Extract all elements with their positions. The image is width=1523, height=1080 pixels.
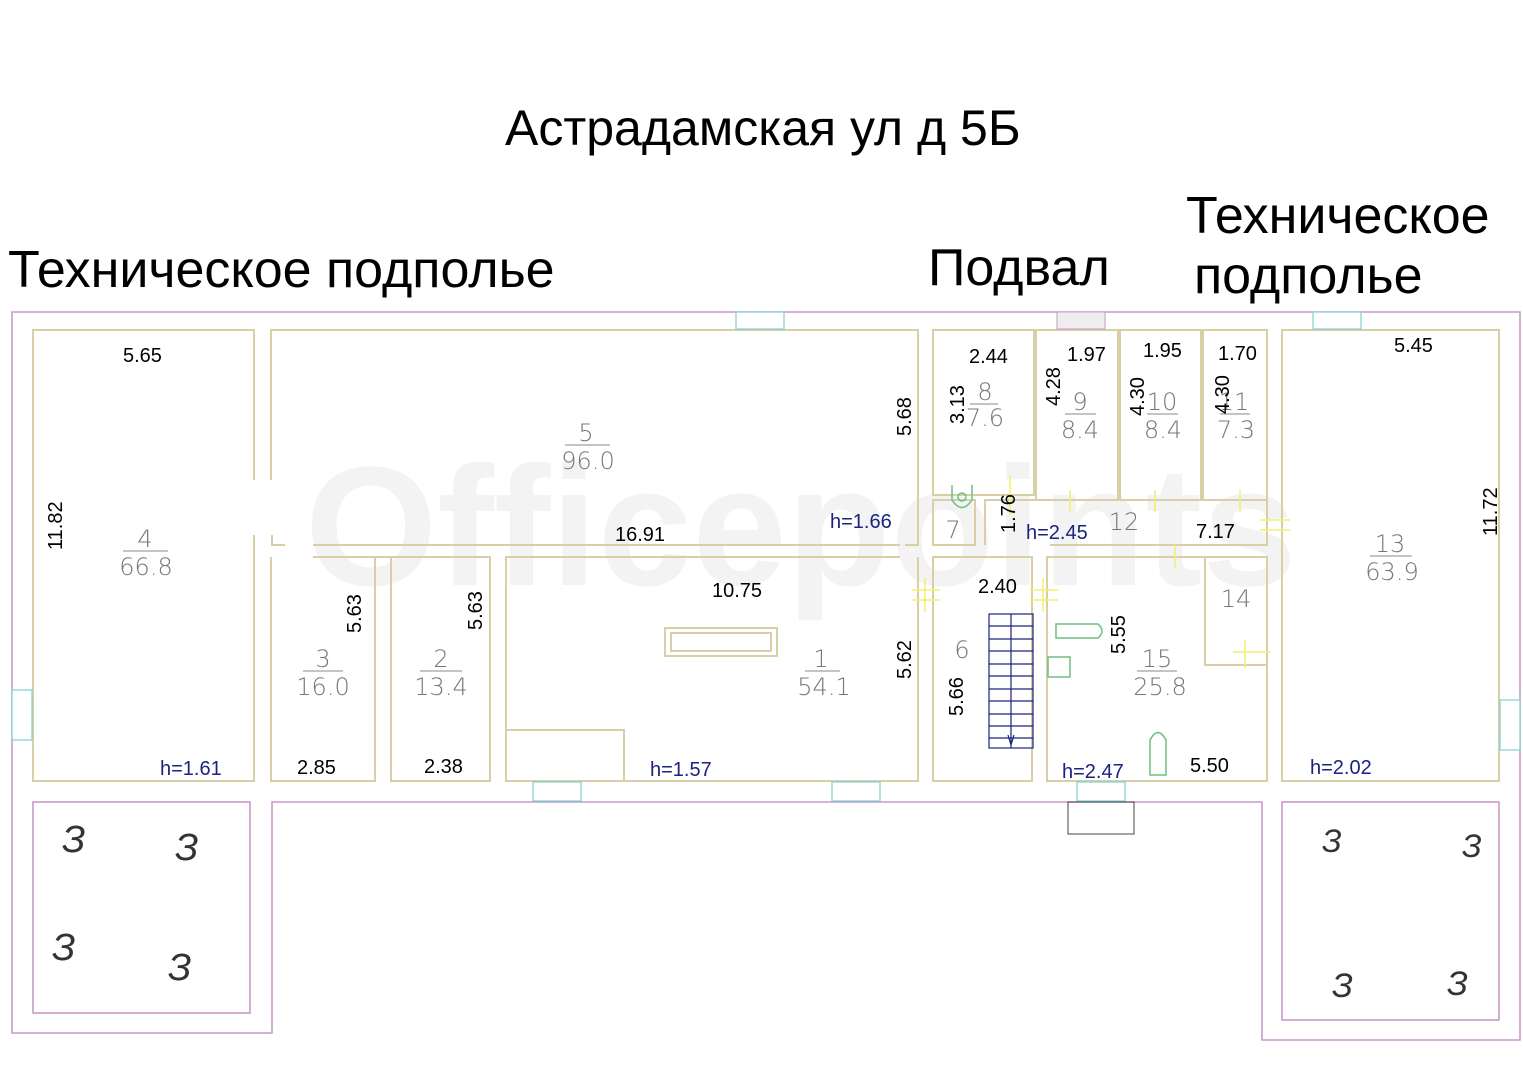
room-area: 96.0 [561, 447, 614, 475]
room-area: 25.8 [1133, 673, 1186, 701]
room-number: 12 [1109, 508, 1140, 536]
dimension: 5.66 [946, 677, 968, 716]
dimension: 3.13 [947, 385, 969, 424]
dimension: 4.30 [1127, 377, 1149, 416]
doors [912, 475, 1290, 668]
dimension: 1.97 [1067, 344, 1106, 366]
dimension: 4.28 [1043, 367, 1065, 406]
section-left-label: Техническое подполье [8, 241, 555, 299]
dimension: 5.45 [1394, 335, 1433, 357]
room-number: 7 [945, 516, 960, 544]
mark: З [175, 827, 198, 869]
room-number: 14 [1221, 585, 1252, 613]
room-number: 11 [1219, 388, 1250, 416]
dimension: 5.62 [894, 640, 916, 679]
room-number: 13 [1375, 530, 1406, 558]
lower-right-area [1281, 801, 1500, 1021]
dimension: 11.72 [1480, 487, 1502, 536]
stair [988, 613, 1034, 749]
dimension: 2.38 [424, 756, 463, 778]
mark: З [1447, 965, 1468, 1003]
lower-left-area [32, 801, 251, 1014]
room-area: 54.1 [797, 673, 850, 701]
height-label: h=1.57 [650, 759, 712, 781]
room-area: 63.9 [1365, 558, 1418, 586]
dimension: 1.70 [1218, 343, 1257, 365]
mark: З [168, 947, 191, 989]
dimension: 5.55 [1108, 615, 1130, 654]
section-right-label-1: Техническое [1186, 187, 1490, 245]
room-number: 6 [954, 636, 969, 664]
room-number: 5 [578, 419, 593, 447]
dimension: 5.68 [894, 397, 916, 436]
dimension: 11.82 [45, 501, 67, 550]
watermark: Officepoints [305, 432, 1297, 622]
dimension: 4.30 [1212, 375, 1234, 414]
mark: З [62, 819, 85, 861]
mark: З [52, 927, 75, 969]
room-number: 1 [813, 645, 828, 673]
vent [1056, 311, 1106, 330]
dimension: 2.85 [297, 757, 336, 779]
fixtures [951, 485, 1167, 776]
room-area: 7.6 [966, 404, 1004, 432]
section-middle-label: Подвал [928, 239, 1110, 297]
ceiling-heights: h=1.61 h=1.57 h=1.66 h=2.45 h=2.47 h=2.0… [160, 511, 1372, 783]
room-area: 16.0 [296, 673, 349, 701]
windows [11, 311, 1521, 835]
mark: З [1332, 967, 1353, 1005]
room-area: 7.3 [1217, 416, 1255, 444]
room-number: 8 [977, 378, 992, 406]
mark: З [1462, 828, 1482, 864]
room-labels: 154.1 213.4 316.0 466.8 596.0 6 7 87.6 9… [119, 378, 1418, 701]
dimension: 1.76 [998, 494, 1020, 533]
room-area: 13.4 [414, 673, 467, 701]
plan-title: Астрадамская ул д 5Б [505, 100, 1021, 156]
room-number: 15 [1142, 645, 1173, 673]
height-label: h=1.66 [830, 511, 892, 533]
section-right-label-2: подполье [1194, 247, 1423, 305]
room-number: 9 [1072, 388, 1087, 416]
room-area: 8.4 [1144, 416, 1182, 444]
room-number: 4 [137, 525, 152, 553]
room-number: 2 [433, 645, 448, 673]
unmeasured-marks: З З З З З З З З [52, 819, 1482, 1005]
dimension: 5.50 [1190, 755, 1229, 777]
height-label: h=1.61 [160, 758, 222, 780]
room-area: 8.4 [1061, 416, 1099, 444]
dimension: 2.40 [978, 576, 1017, 598]
dimension: 10.75 [712, 580, 762, 602]
dimension: 1.95 [1143, 340, 1182, 362]
room-number: 10 [1147, 388, 1178, 416]
mark: З [1322, 823, 1342, 859]
dimension: 5.63 [344, 594, 366, 633]
dimension: 5.63 [465, 591, 487, 630]
room-number: 3 [315, 645, 330, 673]
dimension: 5.65 [123, 345, 162, 367]
building-outline [11, 311, 1521, 1041]
height-label: h=2.02 [1310, 757, 1372, 779]
dimension: 16.91 [615, 524, 665, 546]
dimension: 2.44 [969, 346, 1008, 368]
height-label: h=2.45 [1026, 522, 1088, 544]
dimension-labels: 5.65 11.82 16.91 5.68 10.75 5.63 5.63 5.… [45, 335, 1502, 779]
room-area: 66.8 [119, 553, 172, 581]
height-label: h=2.47 [1062, 761, 1124, 783]
dimension: 7.17 [1196, 521, 1235, 543]
room-walls [32, 329, 1500, 782]
